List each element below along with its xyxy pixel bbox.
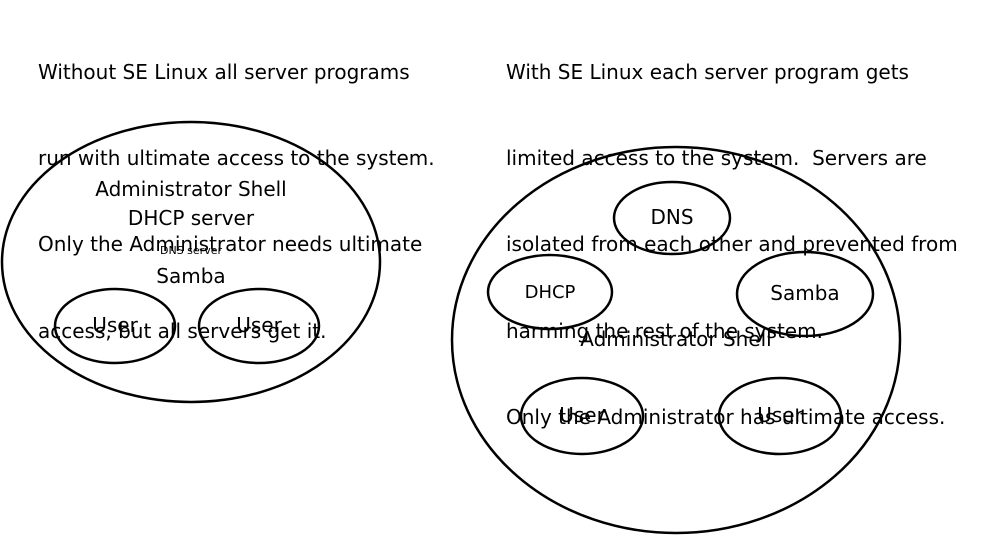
- right-user-right-label: User: [757, 403, 803, 427]
- left-caption: Without SE Linux all server programs run…: [38, 0, 435, 374]
- right-dhcp-label: DHCP: [525, 282, 576, 303]
- left-user-right-label: User: [236, 313, 282, 337]
- left-dns-server-label: DNS server: [160, 244, 222, 257]
- right-dhcp: DHCP: [486, 253, 614, 331]
- left-user-right: User: [197, 287, 321, 365]
- right-user-left: User: [519, 376, 645, 456]
- right-user-right: User: [717, 376, 843, 456]
- right-caption-line: With SE Linux each server program gets: [506, 59, 909, 84]
- left-user-left-label: User: [92, 313, 138, 337]
- right-admin-shell-label: Administrator Shell: [580, 327, 771, 351]
- left-user-right-ellipse: [197, 287, 321, 365]
- right-dns-label: DNS: [650, 205, 693, 229]
- left-user-left: User: [53, 287, 177, 365]
- left-samba-label: Samba: [156, 264, 225, 288]
- right-user-right-ellipse: [717, 376, 843, 456]
- right-samba-ellipse: [735, 250, 875, 338]
- right-user-left-label: User: [559, 403, 605, 427]
- left-caption-line: run with ultimate access to the system.: [38, 145, 435, 170]
- left-caption-line: Without SE Linux all server programs: [38, 59, 410, 84]
- right-caption-line: limited access to the system. Servers ar…: [506, 145, 927, 170]
- right-dns-ellipse: [612, 180, 732, 256]
- right-system: Administrator Shell DNS DHCP Samba User …: [450, 145, 902, 535]
- left-system: Administrator Shell DHCP server DNS serv…: [0, 120, 382, 404]
- left-dhcp-server-label: DHCP server: [128, 206, 255, 230]
- left-system-ellipse: [0, 120, 382, 404]
- right-caption-line: Only the Administrator has ultimate acce…: [506, 405, 946, 430]
- right-dhcp-ellipse: [486, 253, 614, 331]
- right-samba: Samba: [735, 250, 875, 338]
- right-dns: DNS: [612, 180, 732, 256]
- right-system-ellipse: [450, 145, 902, 535]
- right-user-left-ellipse: [519, 376, 645, 456]
- right-samba-label: Samba: [770, 281, 839, 305]
- left-caption-line: Only the Administrator needs ultimate: [38, 232, 423, 257]
- left-admin-shell-label: Administrator Shell: [95, 177, 286, 201]
- left-user-left-ellipse: [53, 287, 177, 365]
